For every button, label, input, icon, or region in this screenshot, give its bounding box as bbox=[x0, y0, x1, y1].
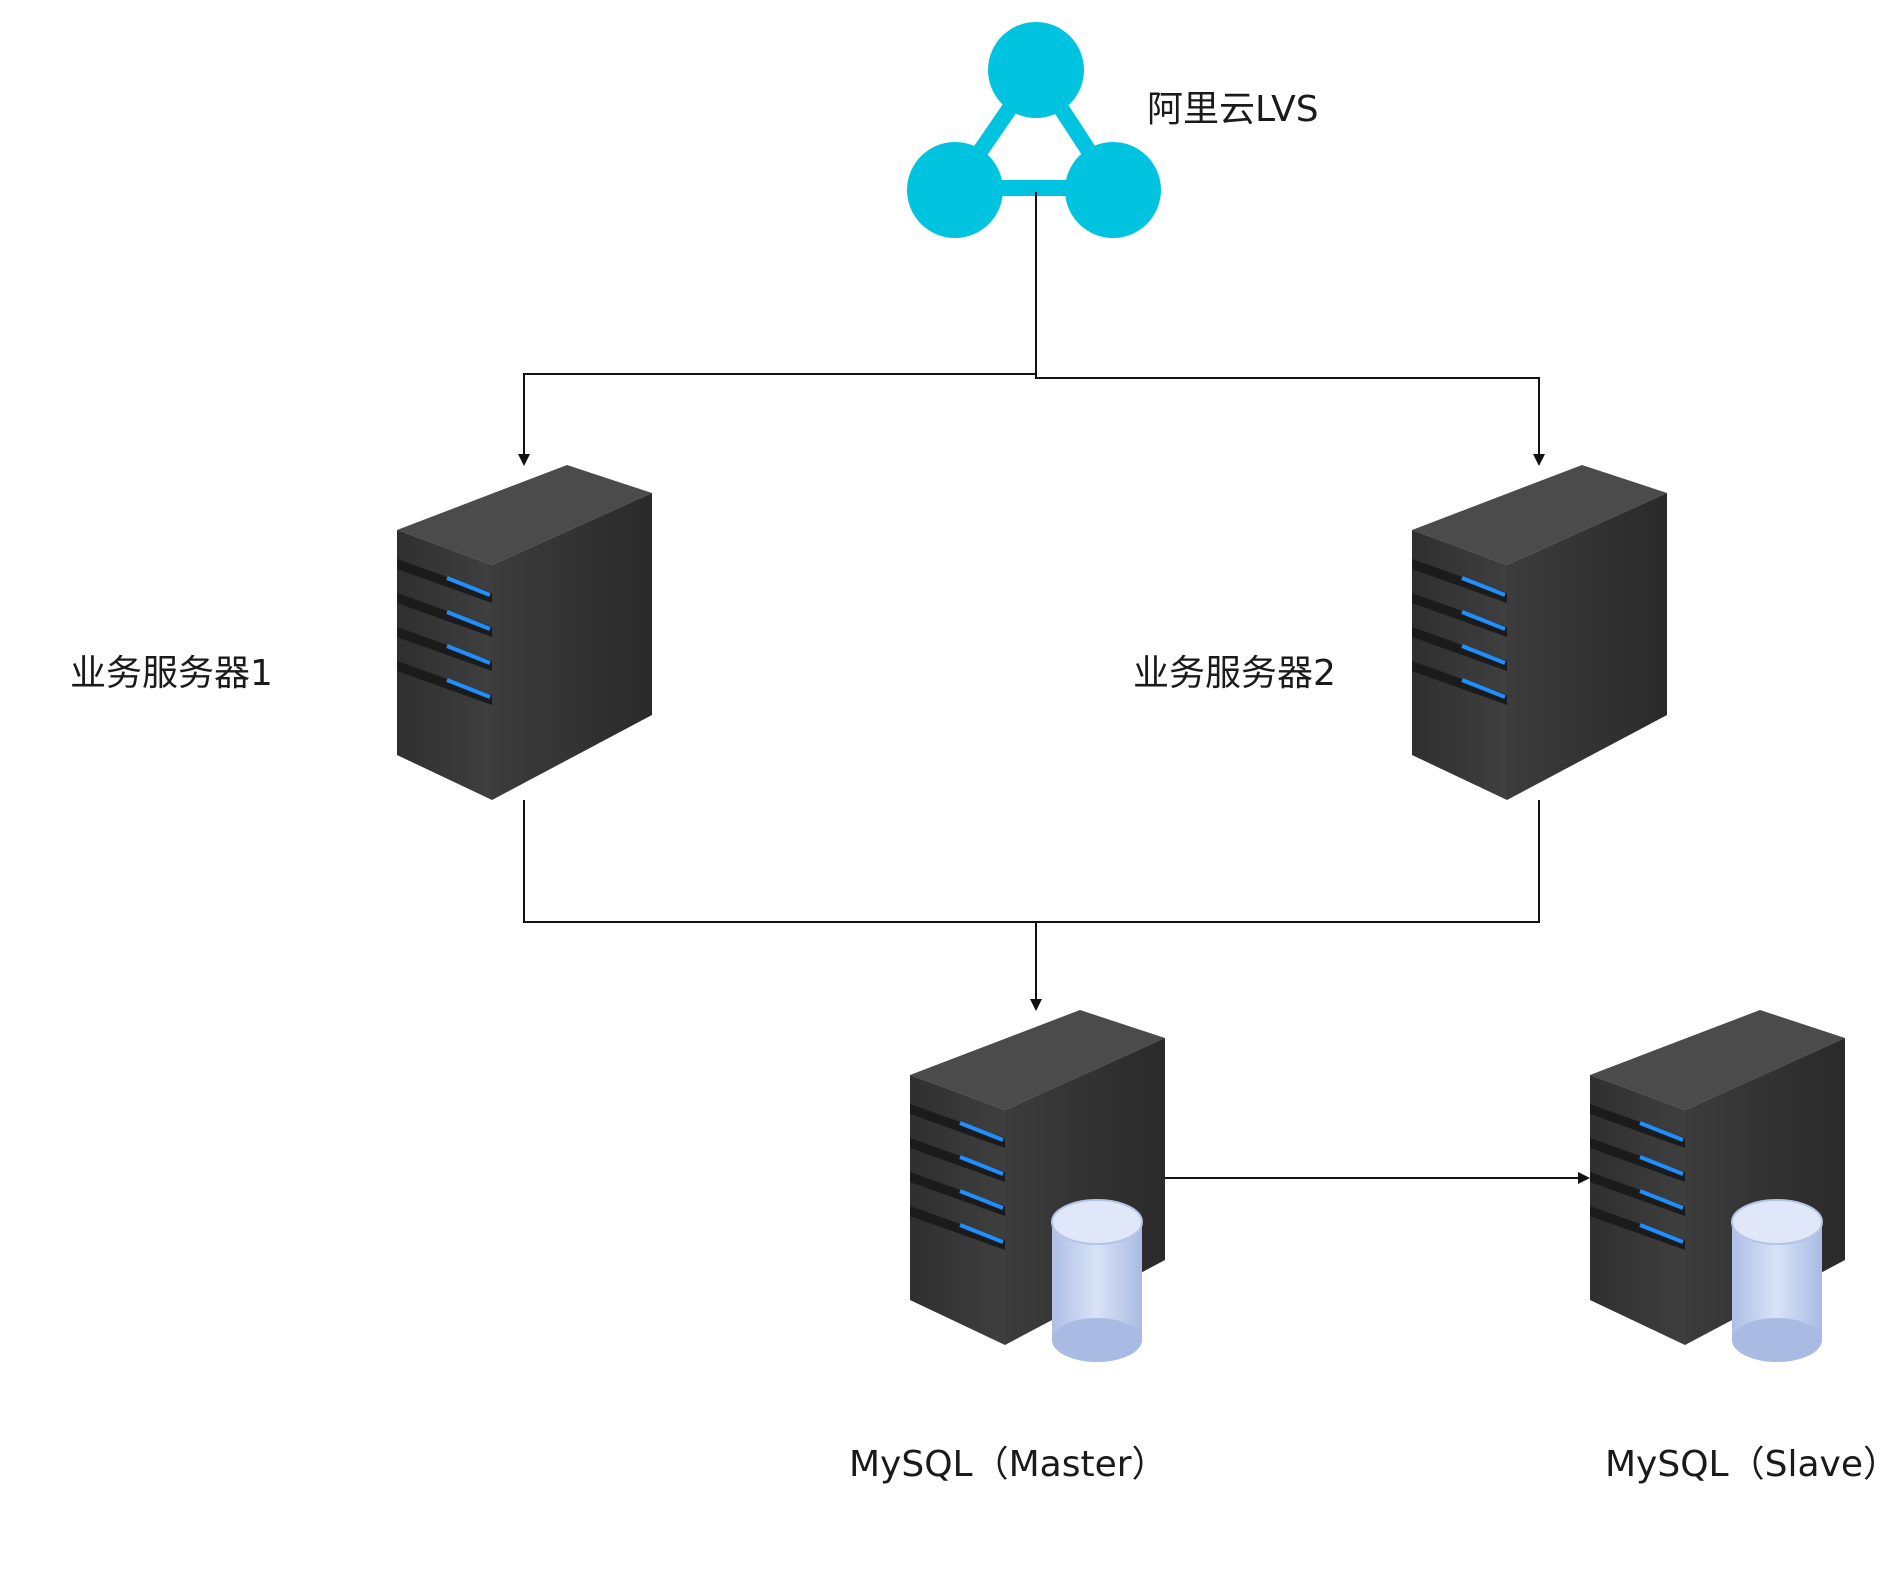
app-server-2 bbox=[1410, 463, 1669, 802]
edge-app1-to-db bbox=[523, 800, 1036, 923]
load-balancer-icon bbox=[907, 22, 1161, 238]
edge-lvs-to-app2 bbox=[1035, 374, 1545, 466]
database-icon bbox=[1731, 1199, 1823, 1363]
mysql-master-server bbox=[908, 1008, 1167, 1363]
lvs-label: 阿里云LVS bbox=[1147, 89, 1319, 130]
server-icon bbox=[395, 463, 654, 802]
app-server-1 bbox=[395, 463, 654, 802]
edge-app2-to-db bbox=[1036, 800, 1540, 923]
app-server-1-label: 业务服务器1 bbox=[70, 653, 273, 694]
mysql-slave-server bbox=[1588, 1008, 1847, 1363]
database-icon bbox=[1051, 1199, 1143, 1363]
server-icon bbox=[1410, 463, 1669, 802]
edge-lvs-to-app1 bbox=[518, 192, 1037, 466]
mysql-master-label: MySQL（Master） bbox=[849, 1444, 1168, 1485]
mysql-slave-label: MySQL（Slave） bbox=[1605, 1444, 1894, 1485]
app-server-2-label: 业务服务器2 bbox=[1133, 653, 1336, 694]
connectors bbox=[518, 192, 1590, 1184]
